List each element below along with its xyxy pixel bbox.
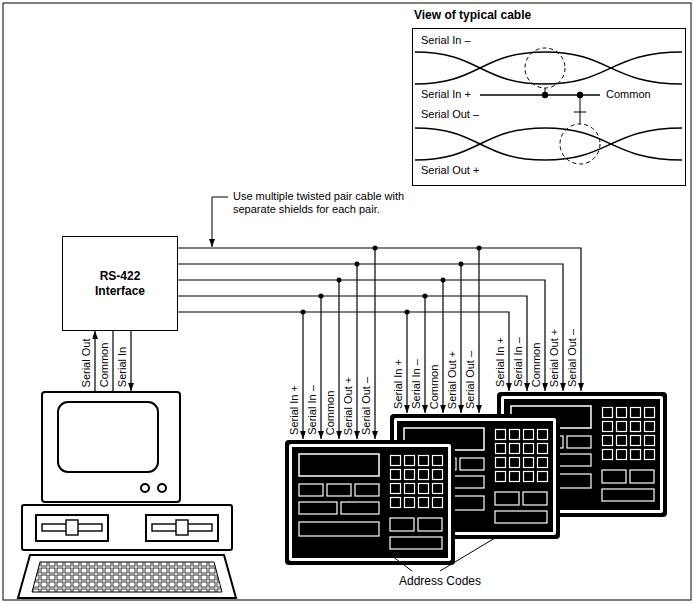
wire-label: Serial In + [420, 88, 472, 101]
drop-wire [338, 280, 339, 439]
wire-label: Serial Out – [420, 108, 480, 121]
signal-label: Common [98, 341, 110, 388]
junction-dot [319, 294, 324, 299]
bus-wires [178, 246, 581, 440]
junction-dot [477, 246, 482, 251]
signal-label: Serial Out – [566, 328, 578, 388]
interface-box: RS-422 Interface [62, 236, 178, 331]
bus-wire [178, 248, 581, 391]
signal-label: Serial Out – [464, 350, 476, 410]
drop-wire [406, 312, 407, 413]
computer [18, 392, 236, 598]
signal-label: Common [324, 389, 336, 436]
instrument [285, 440, 455, 565]
wire-label: Serial Out + [420, 164, 480, 177]
signal-label: Common [428, 363, 440, 410]
signal-label: Serial Out + [446, 350, 458, 410]
drop-wire [424, 296, 425, 413]
computer-wires [95, 331, 131, 392]
signal-label: Serial Out + [548, 328, 560, 388]
signal-label: Serial In – [512, 336, 524, 388]
box-heading: View of typical cable [412, 8, 686, 23]
drop-wire [302, 312, 303, 439]
drop-wire [356, 264, 357, 439]
junction-dot [355, 262, 360, 267]
leader-line [392, 535, 500, 571]
signal-label: Serial In + [392, 358, 404, 410]
box-title: RS-422 Interface [82, 269, 158, 299]
drop-wire [442, 280, 443, 413]
note-text: Use multiple twisted pair cable with sep… [232, 190, 410, 216]
bus-wire [178, 264, 563, 391]
drop-wire [374, 248, 375, 439]
drop-wire [320, 296, 321, 439]
drop-wire [478, 248, 479, 413]
signal-label: Serial In – [306, 384, 318, 436]
signal-label: Serial In [116, 346, 128, 388]
signal-label: Serial In – [410, 358, 422, 410]
junction-dot [441, 278, 446, 283]
outer-frame [3, 3, 691, 600]
callout-label: Address Codes [398, 575, 482, 588]
box-frame [412, 28, 686, 186]
drop-wire [460, 264, 461, 413]
wire-label: Common [605, 88, 652, 101]
bus-wire [178, 280, 545, 391]
signal-label: Serial In + [288, 384, 300, 436]
wire-label: Serial In – [420, 34, 472, 47]
junction-dot [301, 310, 306, 315]
signal-label: Serial Out [80, 337, 92, 388]
signal-label: Serial In + [494, 336, 506, 388]
junction-dot [459, 262, 464, 267]
junction-dot [423, 294, 428, 299]
signal-label: Serial Out – [360, 376, 372, 436]
junction-dot [405, 310, 410, 315]
signal-label: Serial Out + [342, 376, 354, 436]
note-pointer [212, 197, 228, 247]
junction-dot [337, 278, 342, 283]
junction-dot [373, 246, 378, 251]
signal-label: Common [530, 341, 542, 388]
cable-view [415, 48, 682, 164]
